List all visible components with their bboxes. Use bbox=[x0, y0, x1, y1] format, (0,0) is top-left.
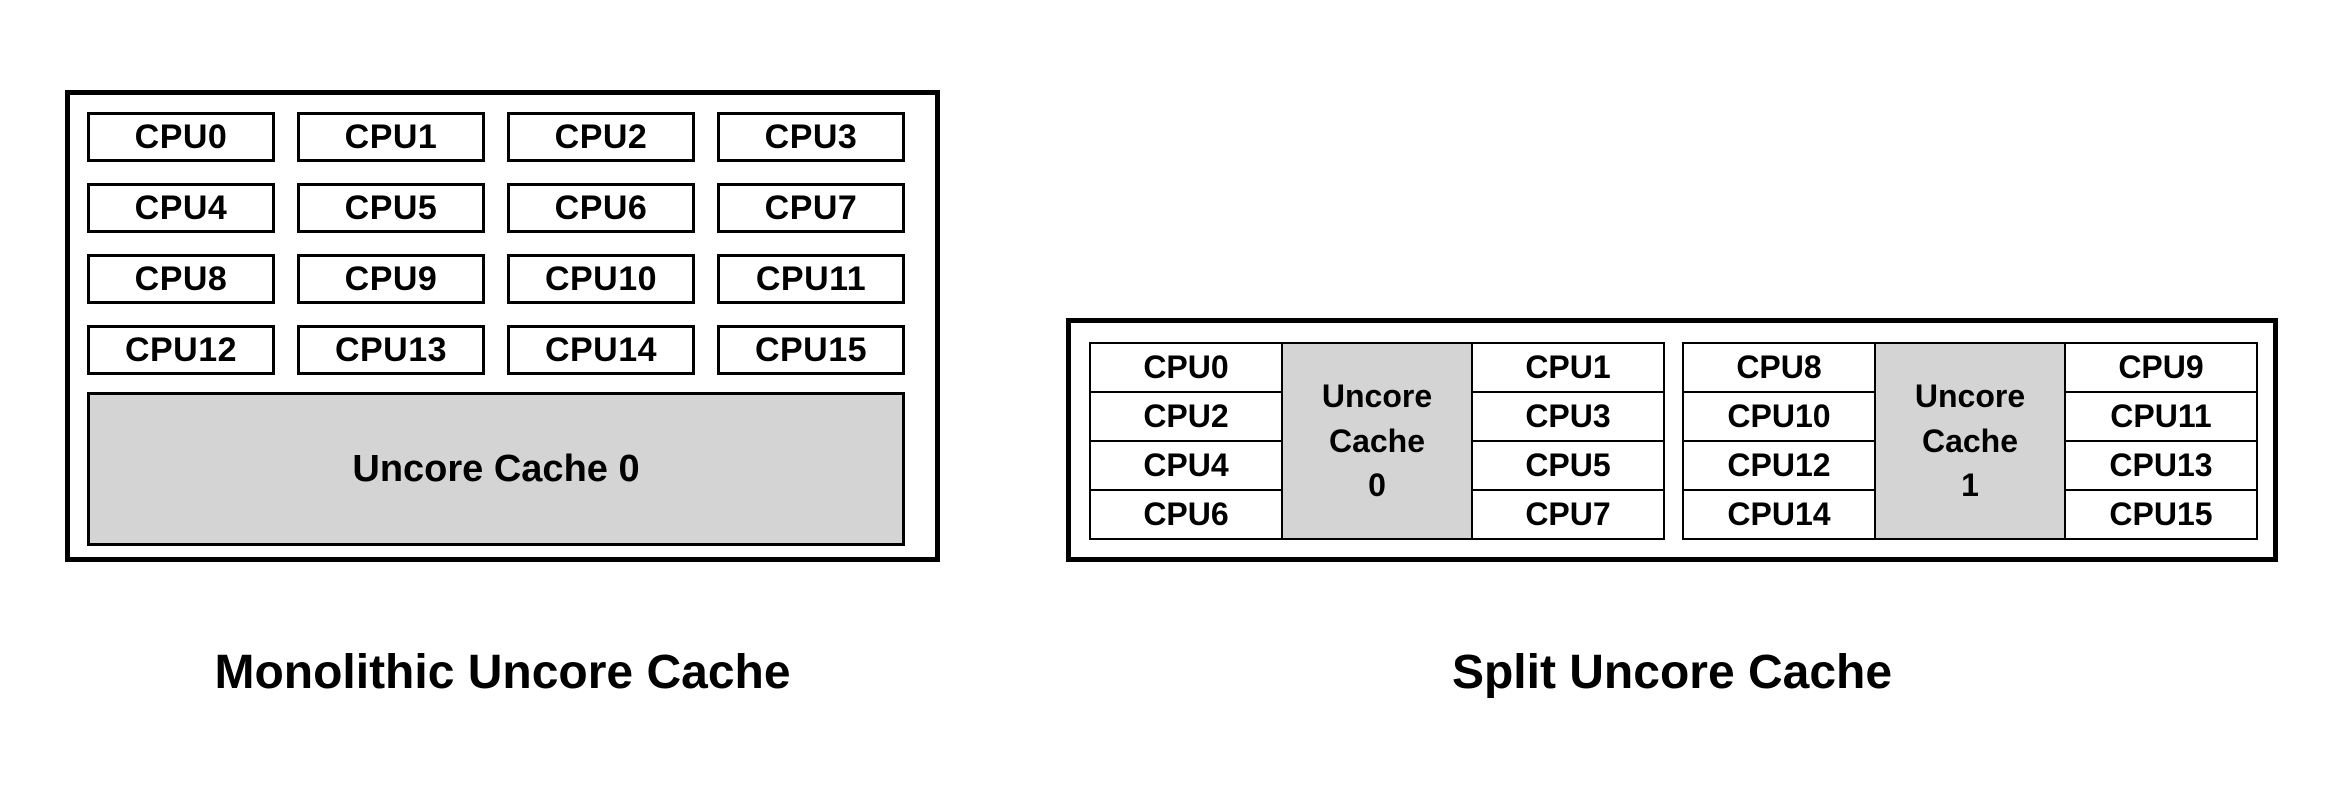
uncore-line: Uncore bbox=[1914, 377, 2026, 414]
cpu-cell: CPU1 bbox=[1471, 342, 1665, 393]
cpu-cell: CPU3 bbox=[1471, 391, 1665, 442]
cpu-box: CPU0 bbox=[87, 112, 275, 162]
cpu-box: CPU6 bbox=[507, 183, 695, 233]
cpu-box: CPU13 bbox=[297, 325, 485, 375]
cpu-cell: CPU10 bbox=[1682, 391, 1876, 442]
cpu-cell: CPU13 bbox=[2064, 440, 2258, 491]
cpu-cell: CPU9 bbox=[2064, 342, 2258, 393]
uncore-cache-box: Uncore Cache 0 bbox=[1281, 342, 1473, 540]
uncore-cache-box: Uncore Cache 1 bbox=[1874, 342, 2066, 540]
cpu-box: CPU1 bbox=[297, 112, 485, 162]
cpu-box: CPU2 bbox=[507, 112, 695, 162]
uncore-cache-box: Uncore Cache 0 bbox=[87, 392, 905, 546]
cpu-box: CPU10 bbox=[507, 254, 695, 304]
cpu-cell: CPU6 bbox=[1089, 489, 1283, 540]
cpu-box: CPU3 bbox=[717, 112, 905, 162]
cpu-box: CPU4 bbox=[87, 183, 275, 233]
cpu-cell: CPU11 bbox=[2064, 391, 2258, 442]
cpu-cell: CPU4 bbox=[1089, 440, 1283, 491]
cpu-cell: CPU0 bbox=[1089, 342, 1283, 393]
cpu-box: CPU8 bbox=[87, 254, 275, 304]
split-caption: Split Uncore Cache bbox=[1451, 646, 1893, 699]
cpu-box: CPU9 bbox=[297, 254, 485, 304]
cpu-cell: CPU15 bbox=[2064, 489, 2258, 540]
cpu-box: CPU5 bbox=[297, 183, 485, 233]
cpu-box: CPU11 bbox=[717, 254, 905, 304]
cpu-box: CPU7 bbox=[717, 183, 905, 233]
uncore-line: Cache bbox=[1328, 422, 1426, 459]
cpu-cell: CPU7 bbox=[1471, 489, 1665, 540]
split-cluster: CPU8 Uncore Cache 1 CPU9 CPU10 CPU11 CPU… bbox=[1682, 342, 2258, 540]
split-diagram: CPU0 Uncore Cache 0 CPU1 CPU2 CPU3 CPU4 … bbox=[1066, 318, 2278, 562]
uncore-line: Uncore bbox=[1321, 377, 1433, 414]
cpu-box: CPU15 bbox=[717, 325, 905, 375]
cpu-cell: CPU5 bbox=[1471, 440, 1665, 491]
cpu-cell: CPU2 bbox=[1089, 391, 1283, 442]
cpu-cell: CPU8 bbox=[1682, 342, 1876, 393]
monolithic-caption: Monolithic Uncore Cache bbox=[214, 646, 791, 699]
uncore-line: 0 bbox=[1368, 467, 1386, 504]
cpu-box: CPU14 bbox=[507, 325, 695, 375]
split-cluster: CPU0 Uncore Cache 0 CPU1 CPU2 CPU3 CPU4 … bbox=[1089, 342, 1665, 540]
monolithic-diagram: CPU0 CPU1 CPU2 CPU3 CPU4 CPU5 CPU6 CPU7 … bbox=[65, 90, 940, 562]
uncore-line: Cache bbox=[1921, 422, 2019, 459]
uncore-line: 1 bbox=[1961, 467, 1979, 504]
cpu-grid: CPU0 CPU1 CPU2 CPU3 CPU4 CPU5 CPU6 CPU7 … bbox=[87, 112, 905, 375]
cpu-box: CPU12 bbox=[87, 325, 275, 375]
cpu-cell: CPU14 bbox=[1682, 489, 1876, 540]
cpu-cell: CPU12 bbox=[1682, 440, 1876, 491]
